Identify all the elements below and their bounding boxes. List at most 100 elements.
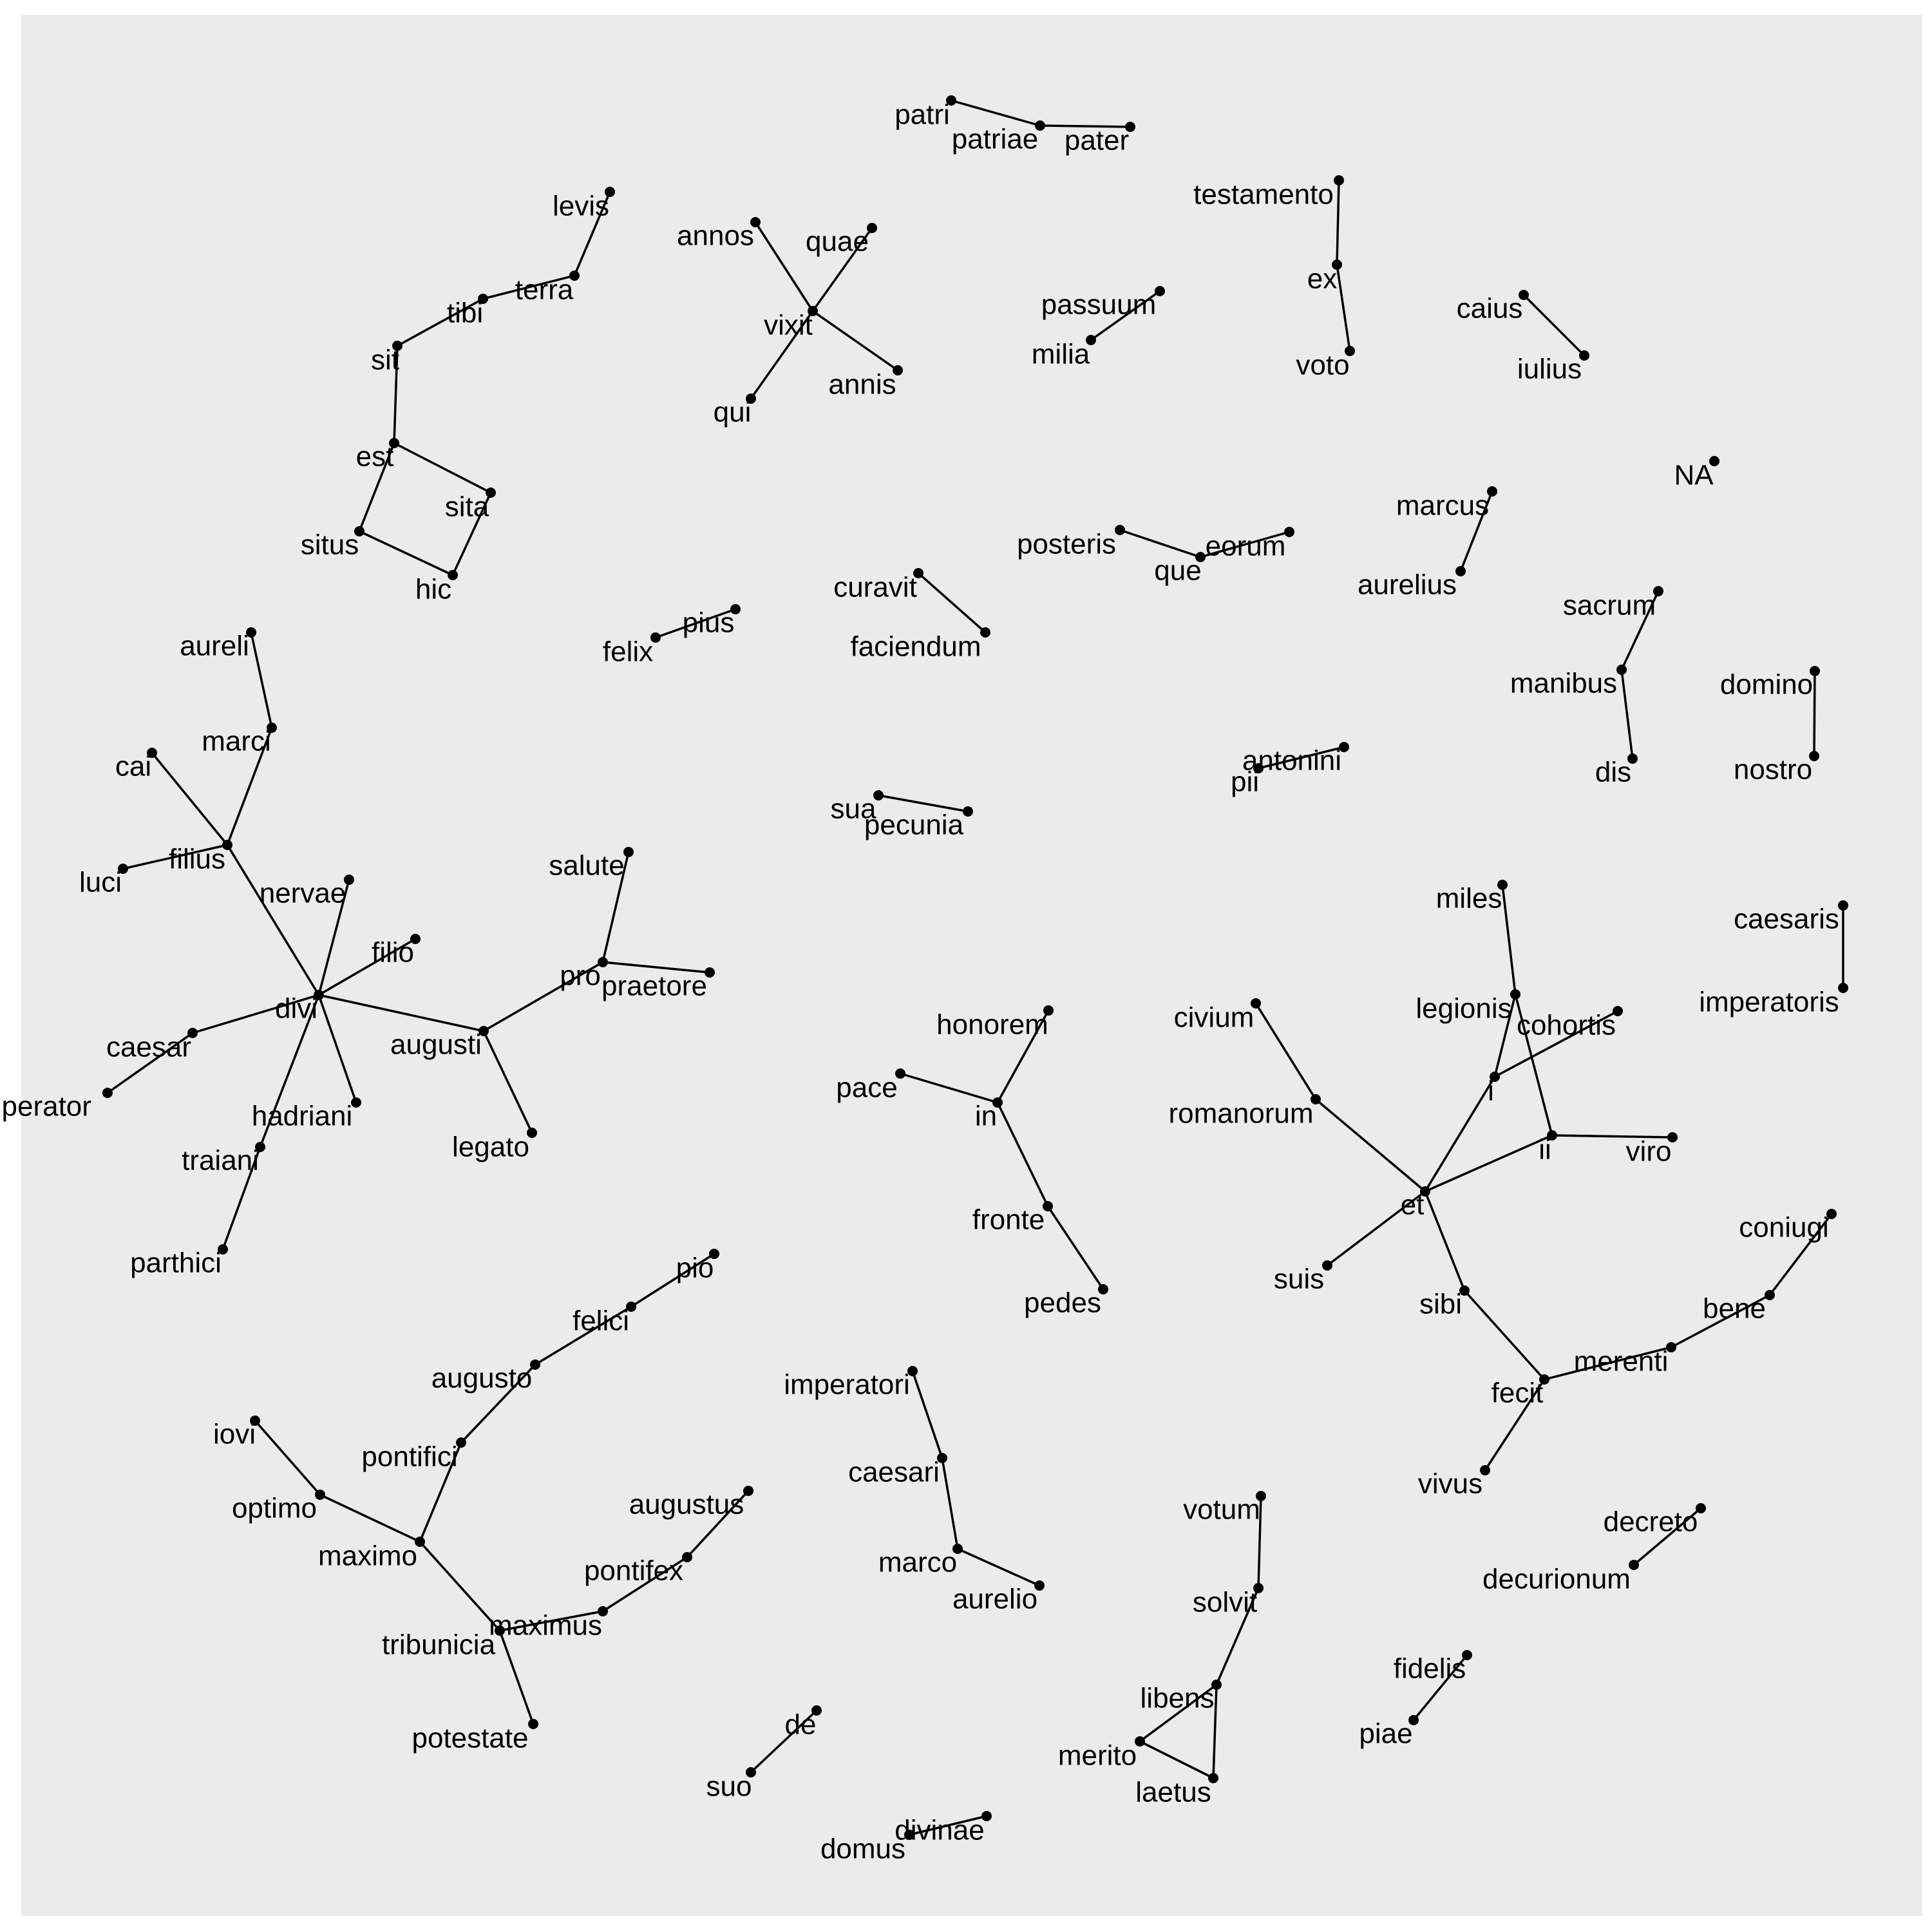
node-label-fidelis: fidelis [1394,1653,1466,1685]
edge-patriae-pater [1039,124,1131,128]
node-label-terra: terra [515,274,574,306]
node-label-caius: caius [1457,293,1523,325]
node-label-pontifex: pontifex [584,1555,683,1587]
node-label-pedes: pedes [1024,1287,1101,1319]
node-posteris [1115,525,1125,535]
node-sita [486,488,496,498]
node-parthici [218,1244,228,1255]
edge-i-et [1424,1076,1496,1192]
edge-honorem-in [996,1010,1050,1103]
node-label-iulius: iulius [1517,354,1582,385]
edge-divi-augusti [318,994,484,1032]
edge-felix-pius [655,608,736,639]
node-decreto [1696,1503,1706,1513]
node-i [1490,1072,1500,1082]
node-solvit [1253,1583,1264,1593]
node-felix [650,632,661,643]
edge-marci-filius [226,727,273,846]
node-label-sita: sita [445,491,489,523]
edge-testamento-ex [1336,180,1340,265]
edge-imperatori-caesari [911,1370,943,1459]
node-label-domus: domus [820,1833,905,1865]
edge-merenti-bene [1671,1294,1770,1349]
edge-vixit-qui [750,310,814,400]
node-na [1709,456,1719,466]
node-label-luci: luci [79,867,122,898]
node-label-aurelius: aurelius [1358,569,1457,601]
node-hic [448,570,458,580]
node-label-honorem: honorem [936,1009,1048,1041]
node-label-miles: miles [1436,883,1502,914]
node-maximus [598,1606,608,1616]
node-quae [867,223,877,233]
node-marco [952,1544,963,1554]
node-que [1195,552,1206,562]
node-sua [873,790,884,800]
node-label-decreto: decreto [1604,1506,1698,1538]
edge-marcus-aurelius [1459,491,1493,572]
node-label-imperatoris: imperatoris [1699,987,1839,1018]
node-civium [1251,998,1261,1009]
node-ex [1332,260,1342,270]
node-legato [527,1128,537,1138]
node-label-fecit: fecit [1492,1378,1544,1409]
node-patriae [1035,120,1045,131]
node-label-coniugi: coniugi [1739,1212,1828,1244]
node-laetus [1208,1773,1218,1783]
edge-maximus-pontifex [602,1556,688,1613]
node-label-sit: sit [371,345,399,376]
node-augusto [530,1359,540,1370]
node-passuum [1155,286,1165,296]
node-label-felici: felici [573,1305,629,1337]
node-label-dis: dis [1595,757,1631,788]
node-divi [314,990,324,1000]
node-marci [267,723,277,733]
edge-parthici-traiani [222,1146,261,1250]
nodes-layer [102,95,1848,1840]
node-libens [1211,1680,1222,1690]
node-label-nostro: nostro [1734,754,1812,786]
node-label-maximus: maximus [489,1610,602,1642]
edge-imperator-caesar [106,1032,194,1094]
node-label-decurionum: decurionum [1482,1564,1631,1595]
node-sit [392,341,402,351]
node-label-vixit: vixit [764,310,813,341]
node-tribunicia [495,1625,505,1636]
node-pecunia [963,806,973,817]
node-pro [598,957,608,967]
node-label-pii: pii [1231,766,1259,798]
node-filius [222,840,232,850]
node-sacrum [1653,586,1663,596]
node-votum [1256,1491,1266,1501]
node-augusti [478,1026,489,1036]
edge-iovi-optimo [254,1419,321,1496]
node-label-sua: sua [831,793,876,825]
edge-optimo-maximo [319,1493,421,1543]
edge-sua-pecunia [878,794,969,813]
node-tibi [478,294,488,304]
node-label-laetus: laetus [1135,1777,1211,1808]
edge-curavit-faciendum [917,572,987,634]
node-maximo [415,1537,425,1547]
node-eorum [1284,527,1294,537]
node-pace [895,1068,905,1079]
edge-augusti-pro [483,961,603,1032]
node-cai [147,748,157,758]
edge-patri-patriae [951,99,1041,127]
node-label-de: de [785,1709,817,1741]
edge-nervae-divi [317,879,350,996]
node-imperator [102,1088,113,1098]
edge-felici-augusto [535,1305,632,1366]
edge-passuum-milia [1090,290,1161,341]
edge-cai-filius [151,752,229,846]
node-label-legionis: legionis [1416,993,1511,1025]
node-viro [1667,1132,1678,1142]
node-caesaris [1838,900,1848,911]
edge-caesari-marco [941,1457,959,1549]
node-label-cohortis: cohortis [1517,1010,1616,1041]
node-label-et: et [1401,1189,1425,1221]
edge-miles-legionis [1501,884,1517,995]
node-pedes [1098,1284,1108,1294]
plot-panel [21,15,1922,1916]
